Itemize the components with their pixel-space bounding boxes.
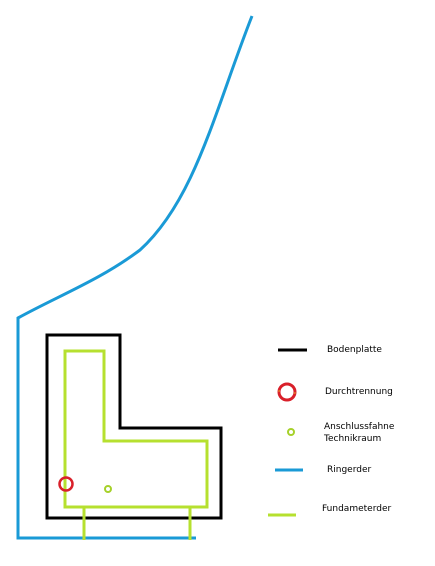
legend-durchtrennung-icon bbox=[277, 382, 297, 402]
legend-label-fundamenterder: Fundameterder bbox=[322, 504, 392, 514]
legend-anschlussfahne-icon bbox=[287, 428, 295, 436]
legend-label-durchtrennung: Durchtrennung bbox=[325, 387, 393, 397]
ringerder-line bbox=[16, 15, 254, 540]
anschlussfahne-marker bbox=[104, 485, 112, 493]
fundamenterder-loop bbox=[63, 349, 209, 509]
legend-label-anschlussfahne: Anschlussfahne bbox=[324, 422, 395, 432]
legend-durchtrennung-icon-core bbox=[278, 383, 296, 401]
legend-label-technikraum: Technikraum bbox=[324, 434, 382, 444]
legend-label-ringerder: Ringerder bbox=[327, 465, 372, 475]
durchtrennung-marker bbox=[58, 476, 74, 492]
legend-label-bodenplatte: Bodenplatte bbox=[327, 345, 382, 355]
bodenplatte-outline bbox=[45, 333, 223, 520]
